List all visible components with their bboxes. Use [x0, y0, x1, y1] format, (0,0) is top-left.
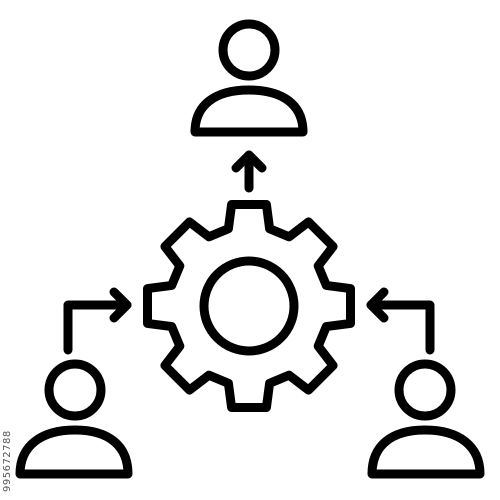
user-icon-right — [367, 359, 485, 479]
user-icon-left — [15, 359, 133, 479]
user-left-head — [44, 359, 106, 421]
gear-icon — [143, 200, 355, 412]
arrow-left-icon — [366, 287, 435, 355]
arrow-right-path — [63, 300, 132, 355]
user-right-body — [367, 425, 485, 479]
arrow-up-icon — [231, 150, 267, 193]
arrow-right-head — [109, 287, 132, 323]
stock-id-watermark: 995672788 — [2, 430, 13, 492]
gear-outline — [143, 200, 355, 412]
user-icon-top — [190, 19, 308, 137]
gear-hole — [199, 256, 299, 356]
arrow-up-head — [231, 150, 267, 173]
arrow-right-icon — [63, 287, 132, 355]
user-left-body — [15, 425, 133, 479]
arrow-left-path — [366, 300, 435, 355]
user-top-head — [218, 19, 280, 81]
user-right-head — [394, 359, 456, 421]
arrow-left-head — [366, 287, 389, 323]
user-top-body — [190, 85, 308, 137]
